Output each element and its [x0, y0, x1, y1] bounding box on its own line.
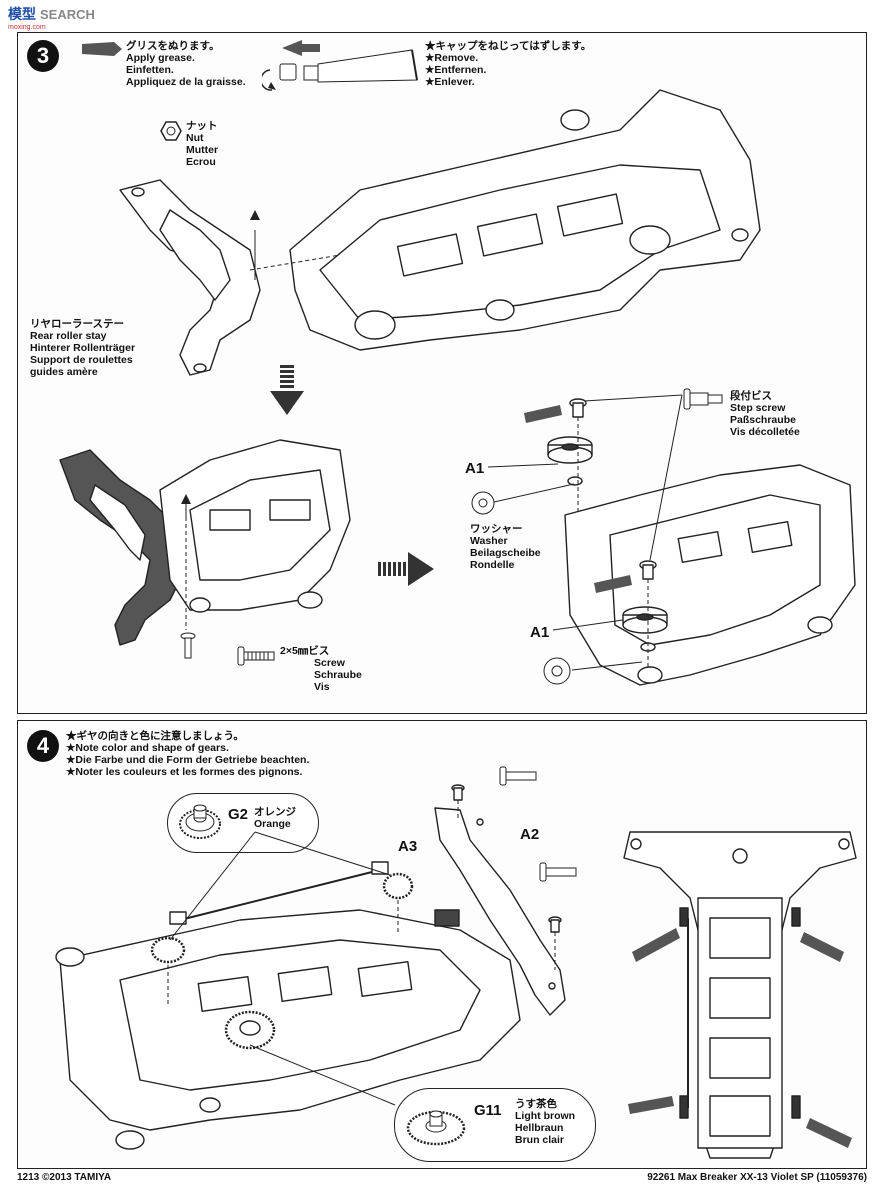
screw-small-icon — [180, 632, 196, 659]
screw-a2-lower-icon — [539, 862, 577, 882]
cap-label: ★キャップをねじってはずします。★Remove. ★Entfernen.★Enl… — [425, 40, 592, 88]
step4-number: 4 — [27, 730, 59, 762]
step3-assembly-diagram — [59, 439, 351, 646]
a2-label: A2 — [520, 826, 540, 843]
step3-number: 3 — [27, 40, 59, 72]
nut-icon — [160, 121, 182, 141]
washer-bottom-icon — [543, 657, 571, 685]
watermark-brand: 模型 — [8, 6, 36, 22]
step4-top-view-diagram — [623, 831, 857, 1159]
a1-bottom-label: A1 — [530, 624, 550, 641]
grease-icon — [82, 42, 122, 56]
step3-chassis-diagram — [119, 89, 761, 376]
g11-code: G11 — [474, 1102, 502, 1119]
step3-roller-diagram — [524, 394, 856, 686]
down-arrow-icon — [270, 365, 304, 415]
step4-notes: ★ギヤの向きと色に注意しましょう。★Note color and shape o… — [66, 730, 310, 778]
washer-leader — [494, 483, 574, 503]
grease-label: グリスをぬります。Apply grease. Einfetten.Appliqu… — [126, 40, 246, 88]
a3-label: A3 — [398, 838, 418, 855]
a1-top-leader — [488, 463, 558, 468]
watermark-logo: 模型 SEARCH — [8, 4, 95, 24]
a1-bottom-leader — [553, 619, 623, 631]
screw-a2-icon — [499, 766, 537, 786]
step-screw-icon — [683, 388, 723, 410]
washer-icon — [471, 491, 495, 515]
g2-gear-icon — [179, 804, 221, 839]
right-arrow-icon — [378, 552, 434, 586]
watermark-name: SEARCH — [40, 7, 95, 22]
footer-copyright: 1213 ©2013 TAMIYA — [17, 1172, 112, 1183]
washer-bottom-leader — [572, 661, 642, 671]
g2-code: G2 — [228, 806, 249, 823]
footer-product: 92261 Max Breaker XX-13 Violet SP (11059… — [647, 1172, 867, 1183]
step4-assembly-diagram — [55, 784, 566, 1150]
g2-callout — [167, 793, 319, 853]
grease-tube-icon — [262, 40, 418, 91]
watermark-url: moxing.com — [8, 24, 46, 31]
screw-icon — [237, 646, 275, 666]
screw-label: 2×5㎜ビス Screw Schraube Vis — [280, 645, 362, 693]
g11-gear-icon — [406, 1110, 466, 1146]
a1-top-label: A1 — [465, 460, 485, 477]
